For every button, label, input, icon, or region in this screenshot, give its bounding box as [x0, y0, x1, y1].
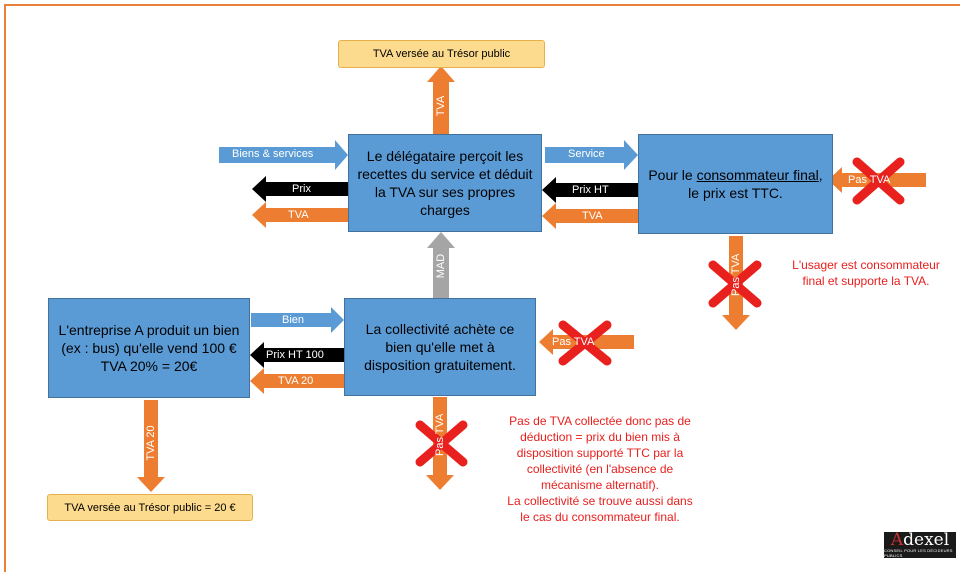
- arrow-tva-mid-label: TVA: [582, 210, 603, 222]
- consommateur-text-pre: Pour le: [648, 167, 697, 183]
- arrow-tva-left: [252, 202, 348, 228]
- arrow-prix-ht-100: [250, 342, 344, 368]
- note-usager: L'usager est consommateur final et suppo…: [792, 258, 940, 288]
- treasury-top-label: TVA versée au Trésor public: [372, 48, 511, 60]
- arrow-bien: [251, 307, 344, 333]
- arrow-tva-up-label: TVA: [435, 95, 447, 117]
- arrow-mad: [427, 232, 455, 298]
- arrow-service-label: Service: [568, 148, 605, 160]
- arrow-mad-label: MAD: [435, 253, 447, 279]
- arrow-prix-label: Prix: [292, 183, 311, 195]
- adexel-logo: Adexel CONSEIL POUR LES DÉCIDEURS PUBLIC…: [884, 532, 956, 558]
- arrow-pas-tva-collectivite-down-label: Pas TVA: [434, 413, 446, 456]
- arrow-tva-20: [250, 368, 344, 394]
- adexel-logo-rest: dexel: [903, 530, 950, 550]
- arrow-tva-20-label: TVA 20: [278, 375, 314, 387]
- arrow-bien-label: Bien: [282, 314, 305, 326]
- adexel-logo-tagline: CONSEIL POUR LES DÉCIDEURS PUBLICS: [884, 548, 953, 558]
- collectivite-text: La collectivité achète ce bien qu'elle m…: [364, 321, 516, 373]
- entreprise-text: L'entreprise A produit un bien (ex : bus…: [58, 322, 240, 374]
- treasury-top-box: TVA versée au Trésor public: [338, 40, 545, 68]
- cross-collectivite-down: [415, 420, 468, 467]
- collectivite-box: La collectivité achète ce bien qu'elle m…: [344, 298, 536, 396]
- arrow-prix: [252, 176, 348, 202]
- delegataire-text: Le délégataire perçoit les recettes du s…: [357, 148, 533, 218]
- note-collectivite: Pas de TVA collectée donc pas de déducti…: [507, 414, 693, 524]
- treasury-bottom-box: TVA versée au Trésor public = 20 €: [47, 494, 253, 521]
- treasury-bottom-label: TVA versée au Trésor public = 20 €: [64, 501, 236, 514]
- arrow-tva-up: [427, 66, 455, 134]
- arrow-prix-ht: [542, 177, 638, 203]
- arrow-pas-tva-consumer-down-label: Pas TVA: [730, 253, 742, 296]
- cross-consumer-input: [852, 157, 905, 205]
- arrow-tva-left-label: TVA: [288, 209, 309, 221]
- arrow-prix-ht-100-label: Prix HT 100: [266, 349, 324, 361]
- entreprise-box: L'entreprise A produit un bien (ex : bus…: [48, 298, 250, 398]
- arrow-biens-services: [219, 140, 348, 170]
- arrow-pas-tva-consumer-label: Pas TVA: [848, 174, 891, 186]
- arrow-pas-tva-collectivite-label: Pas TVA: [552, 336, 595, 348]
- delegataire-box: Le délégataire perçoit les recettes du s…: [348, 134, 542, 232]
- consommateur-final-underlined: consommateur final: [696, 167, 819, 183]
- arrow-tva-mid: [542, 203, 638, 229]
- arrow-tva-20-down: [137, 400, 165, 492]
- adexel-logo-wordmark: Adexel: [890, 530, 950, 550]
- slide-frame: [4, 4, 960, 572]
- arrow-prix-ht-label: Prix HT: [572, 184, 609, 196]
- cross-consumer-down: [708, 260, 762, 308]
- adexel-logo-first-letter: A: [890, 530, 904, 550]
- consommateur-text: Pour le consommateur final, le prix est …: [647, 166, 824, 202]
- cross-collectivite-input: [558, 320, 612, 366]
- consommateur-text-post: , le prix est TTC.: [688, 167, 823, 201]
- consommateur-box: Pour le consommateur final, le prix est …: [638, 134, 833, 234]
- arrow-service: [545, 140, 638, 170]
- arrow-biens-services-label: Biens & services: [232, 148, 314, 160]
- arrow-tva-20-down-label: TVA 20: [145, 425, 157, 461]
